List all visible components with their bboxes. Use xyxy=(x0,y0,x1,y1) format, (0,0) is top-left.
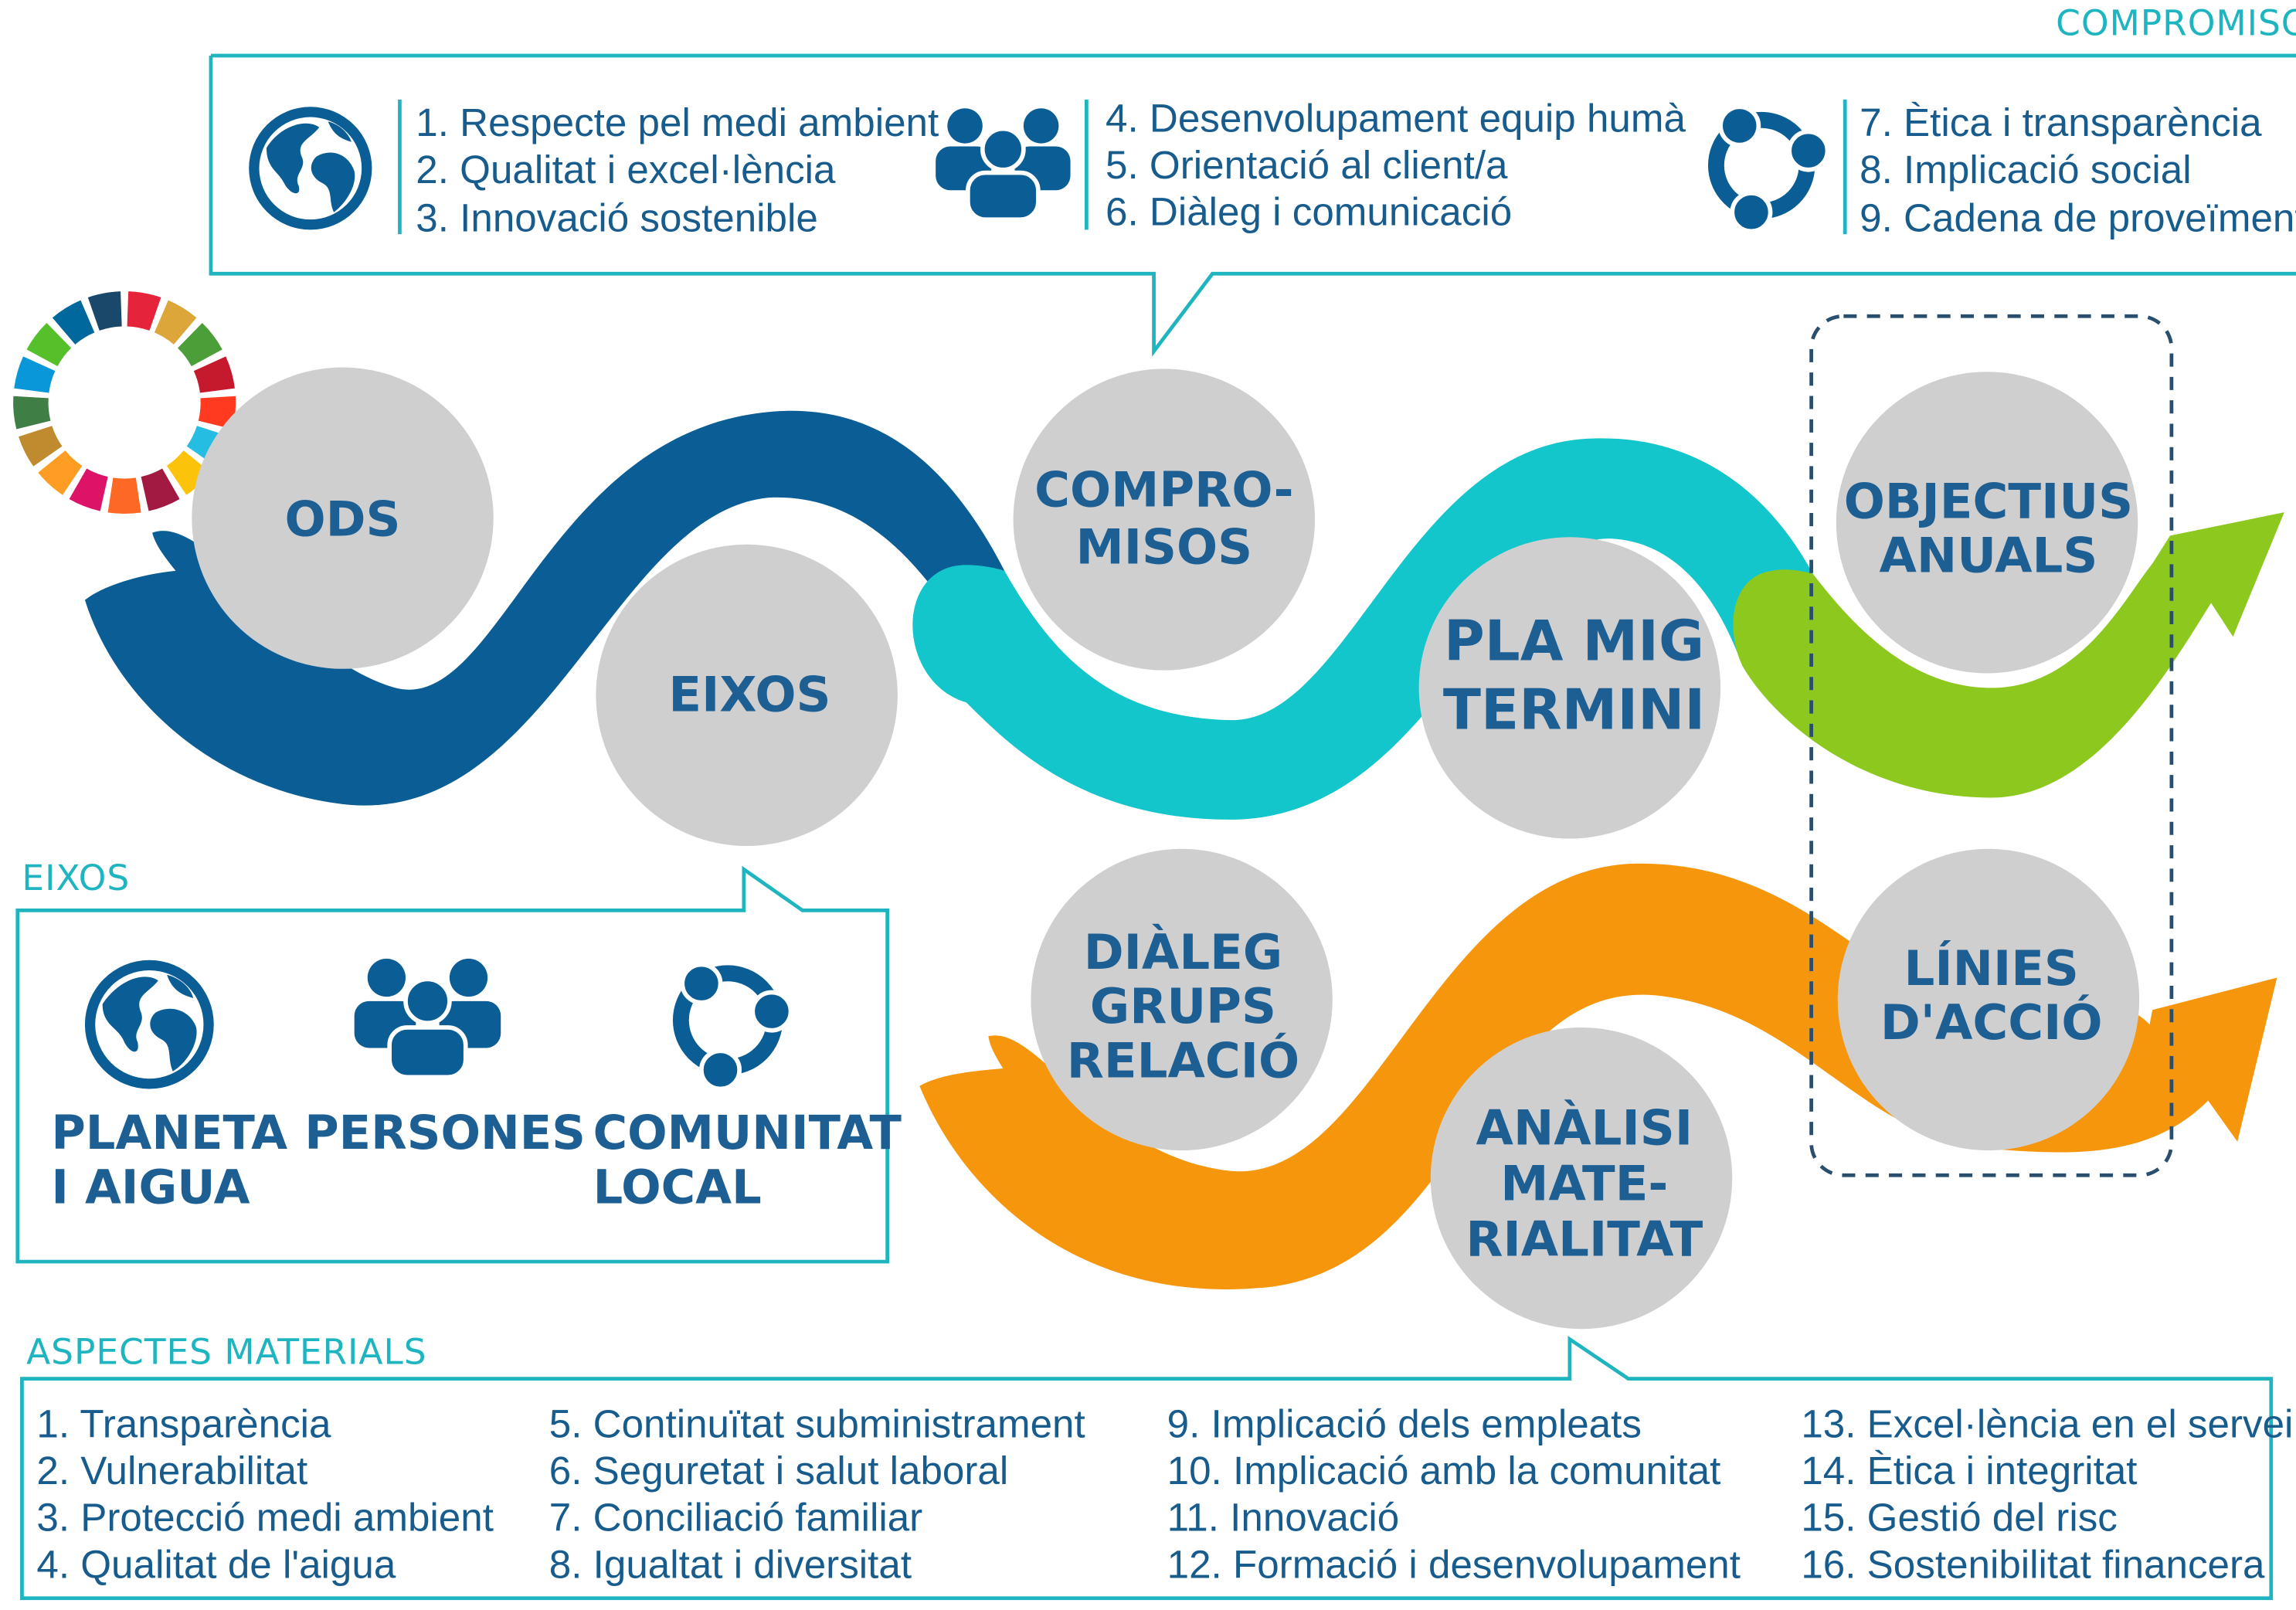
aspecte-item: 12. Formació i desenvolupament xyxy=(1167,1542,1741,1586)
wave-teal xyxy=(912,438,1813,820)
annual-goals-dashed-frame xyxy=(1809,314,2174,1177)
aspecte-item: 8. Igualtat i diversitat xyxy=(549,1542,912,1586)
sdg-wheel-segment xyxy=(193,356,235,393)
circle-label: COMPRO- xyxy=(1034,462,1294,518)
sdg-wheel-segment xyxy=(14,356,56,393)
compromisos-item: 7. Ètica i transparència xyxy=(1860,100,2262,144)
axis-label: LOCAL xyxy=(593,1160,762,1214)
sdg-wheel-segment xyxy=(154,300,197,345)
aspecte-item: 15. Gestió del risc xyxy=(1801,1496,2118,1540)
compromisos-item: 3. Innovació sostenible xyxy=(416,195,818,239)
aspecte-item: 7. Conciliació familiar xyxy=(549,1496,922,1540)
circle-label: EIXOS xyxy=(668,667,830,723)
aspecte-item: 5. Continuïtat subministrament xyxy=(549,1401,1085,1445)
sdg-wheel-segment xyxy=(178,323,222,367)
circle-label: TERMINI xyxy=(1443,677,1705,742)
circle-label: MATE- xyxy=(1500,1156,1668,1212)
aspecte-item: 9. Implicació dels empleats xyxy=(1167,1401,1642,1445)
sdg-wheel-segment xyxy=(26,323,72,367)
aspecte-item: 16. Sostenibilitat financera xyxy=(1801,1542,2265,1586)
circle-label: LÍNIES xyxy=(1904,940,2079,997)
sdg-wheel-segment xyxy=(87,291,122,331)
eixos-callout-box xyxy=(15,865,889,1264)
aspecte-item: 1. Transparència xyxy=(36,1401,331,1445)
eixos-title: EIXOS xyxy=(22,858,130,898)
compromisos-item: 8. Implicació social xyxy=(1860,148,2191,192)
sdg-wheel-segment xyxy=(127,291,161,331)
circle-label: ANÀLISI xyxy=(1476,1100,1693,1157)
circle-label: D'ACCIÓ xyxy=(1880,994,2103,1051)
circle-ods: ODS xyxy=(192,367,494,669)
circle-label: OBJECTIUS xyxy=(1844,474,2133,530)
sdg-wheel-segment xyxy=(198,396,236,430)
sdg-wheel-segment xyxy=(13,396,51,430)
circle-compromisos: COMPRO- MISOS xyxy=(1013,369,1316,671)
compromisos-title: COMPROMISOS xyxy=(2056,2,2296,43)
sdg-wheel-segment xyxy=(107,477,141,514)
aspecte-item: 3. Protecció medi ambient xyxy=(36,1496,494,1540)
sdg-wheel-segment xyxy=(141,468,180,511)
aspectes-callout-box xyxy=(20,1336,2274,1601)
wave-green xyxy=(1733,512,2284,798)
globe-icon xyxy=(84,960,214,1089)
circle-eixos: EIXOS xyxy=(596,544,898,847)
aspecte-item: 14. Ètica i integritat xyxy=(1801,1449,2137,1493)
aspecte-item: 2. Vulnerabilitat xyxy=(36,1449,307,1493)
wave-orange xyxy=(919,863,2277,1289)
wave-dark-blue xyxy=(84,410,1005,806)
circle-dialeg-grups-relacio: DIÀLEG GRUPS RELACIÓ xyxy=(1031,848,1333,1151)
circle-label: PLA MIG xyxy=(1444,608,1704,673)
sdg-wheel-segment xyxy=(38,450,83,495)
community-icon xyxy=(672,962,793,1092)
compromisos-callout-box xyxy=(209,53,2296,357)
sdg-wheel-segment xyxy=(52,300,95,345)
compromisos-item: 2. Qualitat i excel·lència xyxy=(416,148,836,192)
sdg-wheel-segment xyxy=(19,426,63,467)
circle-pla-mig-termini: PLA MIG TERMINI xyxy=(1418,537,1721,839)
axis-label: COMUNITAT xyxy=(593,1106,902,1160)
compromisos-item: 9. Cadena de proveïment xyxy=(1860,195,2296,239)
circle-linies-accio: LÍNIES D'ACCIÓ xyxy=(1837,848,2140,1151)
compromisos-item: 6. Diàleg i comunicació xyxy=(1106,190,1512,234)
axis-label: PLANETA xyxy=(51,1106,287,1160)
globe-icon xyxy=(249,107,372,230)
people-icon xyxy=(354,958,501,1080)
circle-label: RIALITAT xyxy=(1466,1211,1703,1267)
aspecte-item: 6. Seguretat i salut laboral xyxy=(549,1449,1008,1493)
compromisos-item: 4. Desenvolupament equip humà xyxy=(1106,97,1686,141)
community-icon xyxy=(1707,104,1830,234)
axis-label: I AIGUA xyxy=(51,1160,250,1214)
aspecte-item: 11. Innovació xyxy=(1167,1496,1400,1540)
aspectes-title: ASPECTES MATERIALS xyxy=(26,1332,426,1373)
compromisos-item: 5. Orientació al client/a xyxy=(1106,143,1508,187)
sdg-wheel-icon xyxy=(13,291,236,514)
circle-analisi-materialitat: ANÀLISI MATE- RIALITAT xyxy=(1430,1027,1733,1330)
compromisos-item: 1. Respecte pel medi ambient xyxy=(416,100,939,144)
aspecte-item: 10. Implicació amb la comunitat xyxy=(1167,1449,1721,1493)
circle-label: GRUPS xyxy=(1090,978,1276,1034)
circle-label: ODS xyxy=(284,491,400,547)
sdg-wheel-segment xyxy=(69,468,108,511)
circle-label: MISOS xyxy=(1075,518,1252,575)
axis-label: PERSONES xyxy=(304,1106,586,1160)
circle-label: DIÀLEG xyxy=(1084,924,1282,980)
people-icon xyxy=(936,108,1071,222)
aspecte-item: 4. Qualitat de l'aigua xyxy=(36,1542,396,1586)
circle-objectius-anuals: OBJECTIUS ANUALS xyxy=(1836,372,2138,674)
circle-label: RELACIÓ xyxy=(1067,1032,1299,1089)
circle-label: ANUALS xyxy=(1880,528,2098,584)
aspecte-item: 13. Excel·lència en el servei xyxy=(1801,1401,2293,1445)
